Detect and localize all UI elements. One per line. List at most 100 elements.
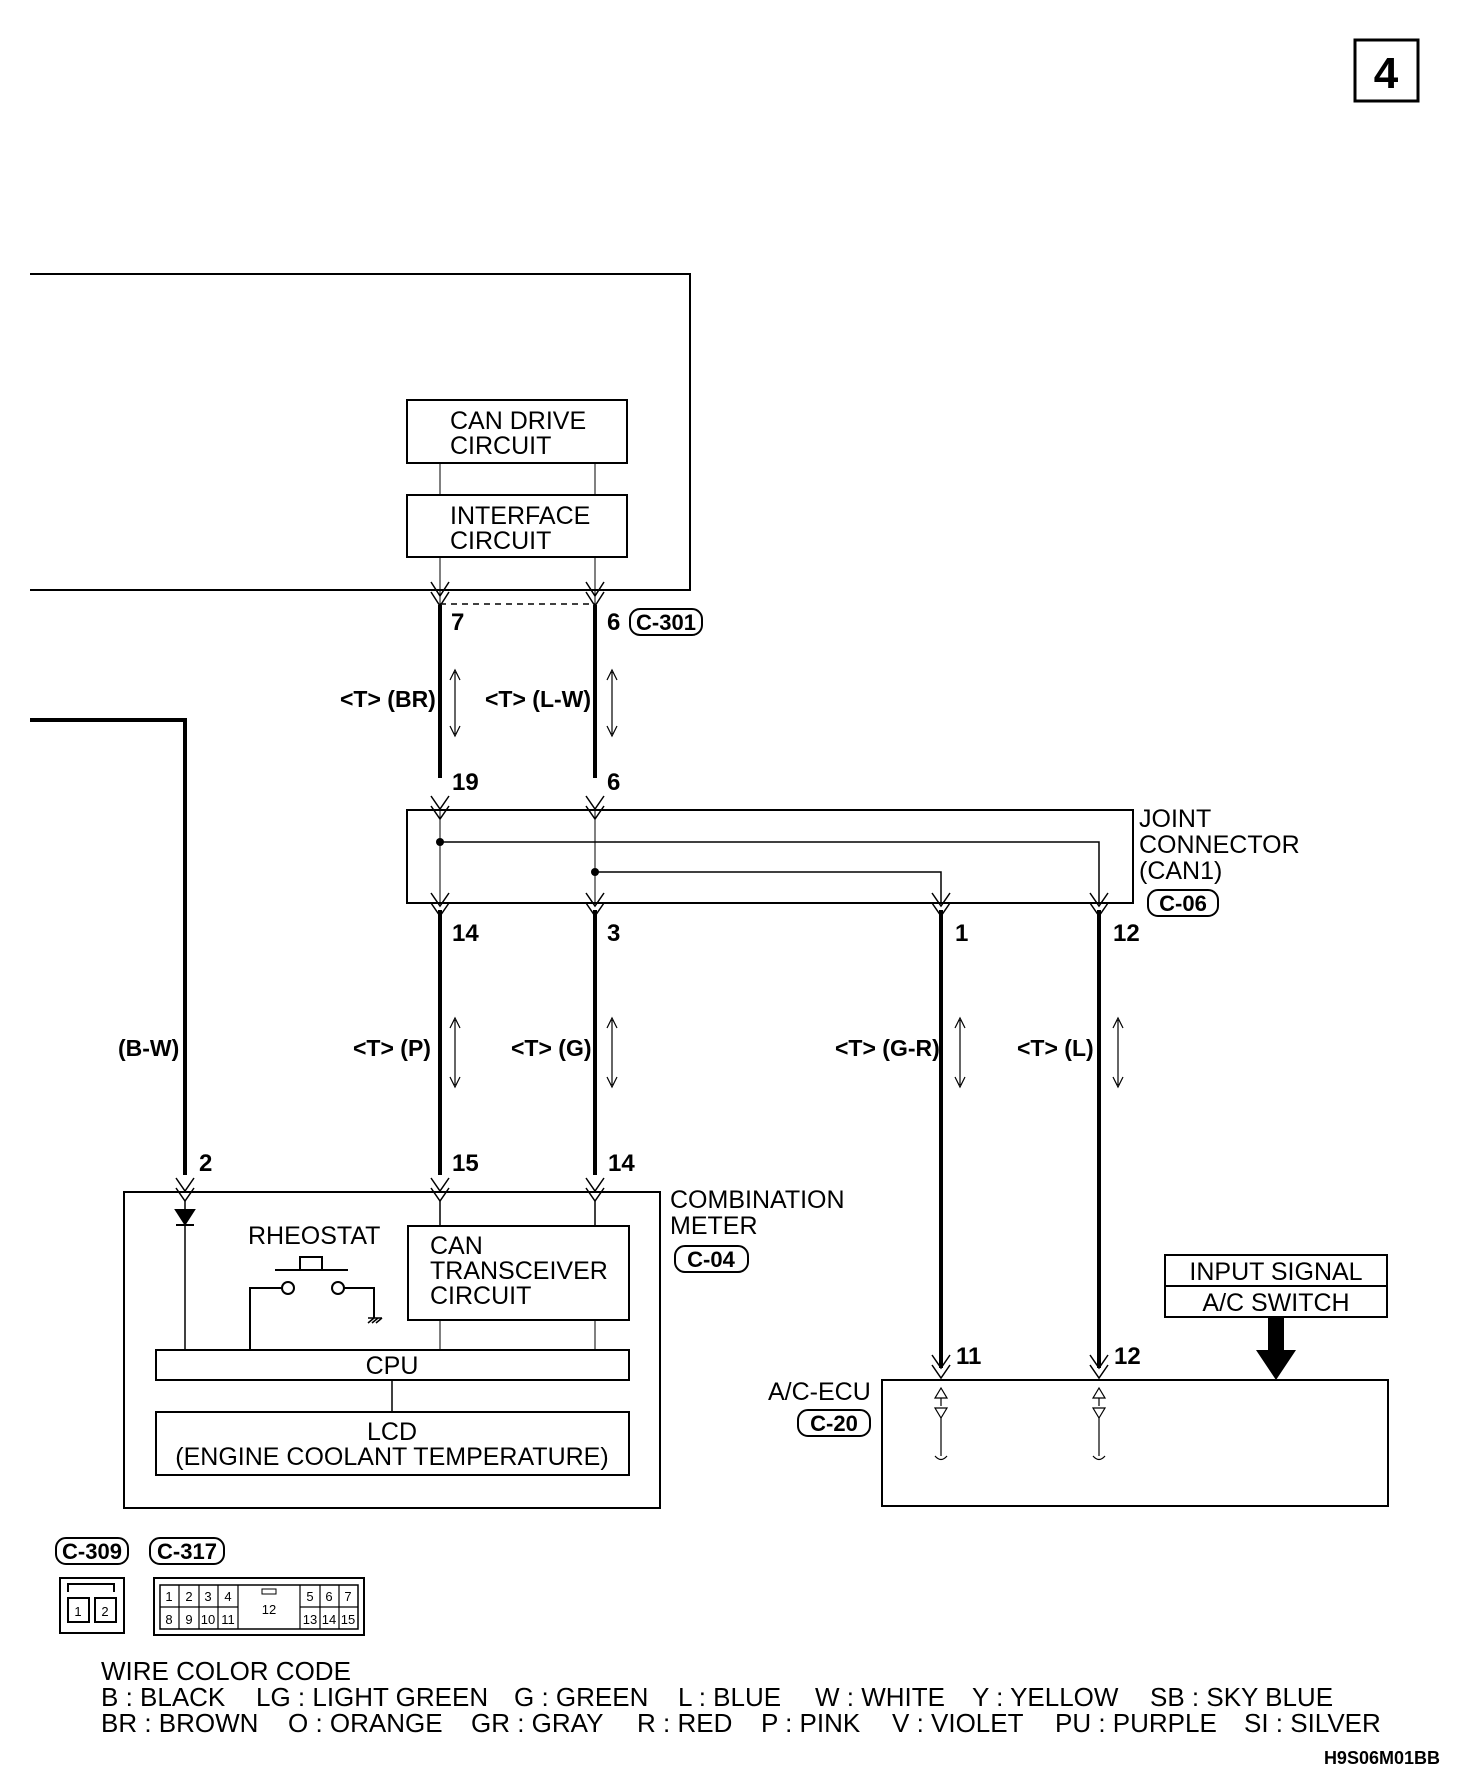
svg-text:C-301: C-301 (636, 610, 696, 635)
svg-text:LG : LIGHT GREEN: LG : LIGHT GREEN (256, 1682, 488, 1712)
connector-c20-tag: C-20 (797, 1409, 871, 1437)
wire-label-p: <T> (P) (353, 1035, 431, 1061)
figure-code: H9S06M01BB (1324, 1748, 1440, 1768)
svg-text:11: 11 (221, 1612, 235, 1627)
svg-text:3: 3 (204, 1589, 211, 1604)
joint-line3: (CAN1) (1139, 857, 1222, 885)
svg-text:C-04: C-04 (687, 1247, 735, 1272)
svg-text:C-317: C-317 (157, 1539, 217, 1564)
svg-text:15: 15 (341, 1612, 355, 1627)
svg-text:7: 7 (344, 1589, 351, 1604)
svg-text:G : GREEN: G : GREEN (514, 1682, 648, 1712)
svg-text:GR : GRAY: GR : GRAY (471, 1708, 603, 1738)
joint-connector-block: JOINT CONNECTOR (CAN1) (406, 795, 1300, 918)
svg-text:L : BLUE: L : BLUE (678, 1682, 781, 1712)
svg-text:CAN: CAN (430, 1232, 483, 1260)
connector-c04-tag: C-04 (674, 1245, 749, 1273)
combination-meter-block: RHEOSTAT CAN TRANSCEIVER CIRCUIT CPU LCD… (123, 1177, 845, 1509)
pin-11: 11 (956, 1343, 981, 1370)
wire-label-l: <T> (L) (1017, 1035, 1094, 1061)
pin-6-top: 6 (607, 609, 620, 636)
svg-text:C-06: C-06 (1159, 891, 1207, 916)
svg-text:1: 1 (165, 1589, 172, 1604)
pin-19: 19 (452, 769, 479, 796)
interface-line1: INTERFACE (450, 502, 590, 530)
pin-15: 15 (452, 1150, 479, 1177)
svg-text:SB : SKY BLUE: SB : SKY BLUE (1150, 1682, 1333, 1712)
pin-6-mid: 6 (607, 769, 620, 796)
svg-text:4: 4 (224, 1589, 231, 1604)
wire-bw (30, 718, 187, 1175)
svg-text:8: 8 (165, 1612, 172, 1627)
interface-circuit-block: INTERFACE CIRCUIT (406, 494, 628, 558)
upstream-ecu-outline (30, 273, 691, 591)
wire-label-g: <T> (G) (511, 1035, 592, 1061)
connector-c317-tag: C-317 (149, 1537, 225, 1565)
ground-icon (367, 1317, 383, 1324)
svg-text:C-20: C-20 (810, 1411, 858, 1436)
svg-text:14: 14 (322, 1612, 336, 1627)
svg-text:10: 10 (201, 1612, 215, 1627)
pin-2: 2 (199, 1150, 212, 1177)
page-number: 4 (1374, 49, 1399, 98)
pin-12-ecu: 12 (1114, 1343, 1141, 1370)
svg-text:BR : BROWN: BR : BROWN (101, 1708, 258, 1738)
combination-meter-line2: METER (670, 1212, 758, 1240)
rheostat-label: RHEOSTAT (248, 1222, 380, 1250)
svg-text:13: 13 (303, 1612, 317, 1627)
svg-text:B : BLACK: B : BLACK (101, 1682, 226, 1712)
combination-meter-line1: COMBINATION (670, 1186, 845, 1214)
ecu-signal-icon (933, 1386, 1107, 1461)
wire-label-br: <T> (BR) (340, 686, 436, 712)
input-signal-box: INPUT SIGNAL A/C SWITCH (1164, 1254, 1388, 1318)
connector-c317-face: 1 2 3 4 5 6 7 8 9 10 11 13 14 15 12 (153, 1577, 365, 1636)
pin-1: 1 (955, 920, 968, 947)
svg-text:12: 12 (262, 1602, 276, 1617)
pin-7: 7 (451, 609, 464, 636)
cpu-block (155, 1349, 630, 1381)
svg-text:9: 9 (185, 1612, 192, 1627)
ac-ecu-block: A/C-ECU (768, 1354, 1389, 1507)
svg-text:W : WHITE: W : WHITE (815, 1682, 945, 1712)
svg-text:C-309: C-309 (62, 1539, 122, 1564)
input-arrow-icon (1256, 1318, 1296, 1380)
svg-text:SI : SILVER: SI : SILVER (1244, 1708, 1381, 1738)
svg-text:2: 2 (101, 1604, 108, 1619)
svg-text:CPU: CPU (366, 1352, 419, 1380)
svg-text:Y : YELLOW: Y : YELLOW (972, 1682, 1119, 1712)
svg-text:1: 1 (74, 1604, 81, 1619)
can-drive-circuit-block: CAN DRIVE CIRCUIT (406, 399, 628, 464)
pin-14-jc: 14 (452, 920, 479, 947)
svg-text:6: 6 (325, 1589, 332, 1604)
legend-title: WIRE COLOR CODE (101, 1656, 351, 1686)
connector-c309-face: 1 2 (59, 1577, 125, 1634)
joint-line1: JOINT (1139, 805, 1211, 833)
svg-text:5: 5 (306, 1589, 313, 1604)
pin-3: 3 (607, 920, 620, 947)
svg-text:P : PINK: P : PINK (761, 1708, 861, 1738)
lcd-block (155, 1411, 630, 1476)
svg-text:2: 2 (185, 1589, 192, 1604)
svg-text:PU : PURPLE: PU : PURPLE (1055, 1708, 1217, 1738)
svg-text:O : ORANGE: O : ORANGE (288, 1708, 443, 1738)
connector-c309-tag: C-309 (55, 1537, 129, 1565)
interface-line2: CIRCUIT (450, 527, 551, 555)
pin-12-jc: 12 (1113, 920, 1140, 947)
input-signal-label: INPUT SIGNAL (1189, 1258, 1362, 1286)
bidirectional-arrow-icon (449, 668, 618, 738)
bidirectional-arrow-icon (449, 1016, 1124, 1089)
wire-color-legend: WIRE COLOR CODE B : BLACK LG : LIGHT GRE… (101, 1656, 1381, 1738)
svg-text:CIRCUIT: CIRCUIT (430, 1282, 531, 1310)
pin-14-meter: 14 (608, 1150, 635, 1177)
page-number-box: 4 (1353, 38, 1420, 103)
wire-label-lw: <T> (L-W) (485, 686, 591, 712)
connector-c301-tag: C-301 (629, 608, 703, 636)
can-drive-line2: CIRCUIT (450, 432, 551, 460)
rheostat-switch-icon (249, 1256, 375, 1350)
svg-text:V : VIOLET: V : VIOLET (892, 1708, 1024, 1738)
ac-ecu-label: A/C-ECU (768, 1378, 871, 1406)
connector-c06-tag: C-06 (1147, 889, 1219, 917)
joint-line2: CONNECTOR (1139, 831, 1300, 859)
wire-label-gr: <T> (G-R) (835, 1035, 940, 1061)
